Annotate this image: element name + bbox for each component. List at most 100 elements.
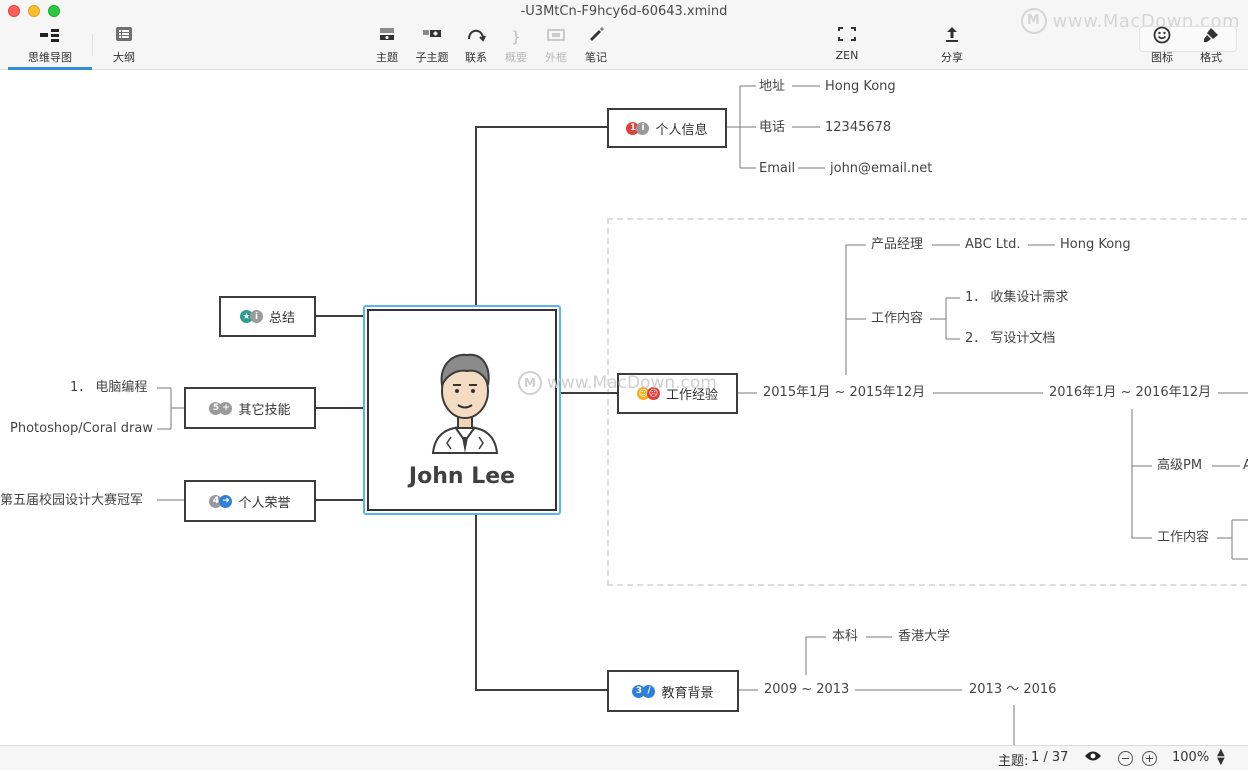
insert-topic-label: 主题	[376, 51, 398, 64]
work-company-1[interactable]: ABC Ltd.	[965, 237, 1021, 252]
summary-brace-icon: }	[511, 28, 521, 46]
topic-summary[interactable]: ★ i 总结	[219, 296, 316, 337]
close-window-button[interactable]	[8, 5, 20, 17]
tab-mindmap-label: 思维导图	[28, 51, 72, 64]
topic-work-experience[interactable]: ☺ ☹ 工作经验	[617, 373, 738, 414]
work-duty-1[interactable]: 1． 收集设计需求	[965, 290, 1069, 305]
address-key[interactable]: 地址	[759, 79, 786, 94]
central-topic-name: John Lee	[408, 464, 516, 489]
priority-marker-icon: 1 i	[626, 121, 650, 135]
work-duties-1[interactable]: 工作内容	[871, 311, 924, 326]
smiley-icon	[1134, 26, 1190, 48]
boundary-frame[interactable]	[607, 218, 1248, 586]
work-period-1[interactable]: 2015年1月 ~ 2015年12月	[763, 385, 926, 400]
insert-subtopic-label: 子主题	[415, 51, 449, 64]
topic-personal-info[interactable]: 1 i 个人信息	[607, 108, 727, 148]
insert-subtopic-button[interactable]: 子主题	[404, 26, 460, 66]
summary-marker-icon: ★ i	[239, 310, 263, 323]
icon-panel-label: 图标	[1151, 51, 1173, 64]
zoom-out-button[interactable]: −	[1118, 751, 1133, 766]
topic-personal-info-label: 个人信息	[655, 122, 708, 138]
skill-photoshop[interactable]: Photoshop/Coral draw	[10, 421, 153, 436]
priority-5-icon: 5	[209, 401, 223, 415]
connector-lines	[157, 85, 1248, 745]
macdown-logo-icon: M	[518, 371, 542, 395]
share-button[interactable]: 分享	[924, 26, 980, 66]
education-period-2[interactable]: 2013 ～ 2016	[969, 682, 1057, 697]
status-bar: 主题: 1 / 37 − + 100% ▲▼	[0, 745, 1248, 770]
topic-education[interactable]: 3 / 教育背景	[607, 670, 739, 712]
subtopic-icon	[404, 26, 460, 48]
zoom-stepper-icon[interactable]: ▲▼	[1217, 747, 1225, 767]
email-value[interactable]: john@email.net	[830, 161, 933, 176]
topic-education-label: 教育背景	[661, 685, 714, 701]
phone-value[interactable]: 12345678	[825, 120, 892, 135]
topic-count: 1 / 37	[1031, 750, 1069, 765]
insert-note-button[interactable]: 笔记	[568, 26, 624, 66]
boundary-icon	[528, 26, 584, 48]
work-city-1[interactable]: Hong Kong	[1060, 237, 1131, 252]
format-panel-button[interactable]: 格式	[1183, 26, 1239, 66]
work-period-2[interactable]: 2016年1月 ~ 2016年12月	[1049, 385, 1212, 400]
zen-mode-button[interactable]: ZEN	[819, 26, 875, 66]
education-marker-icon: 3 /	[632, 684, 656, 698]
topic-skills[interactable]: 5 + 其它技能	[184, 387, 316, 429]
macdown-logo-icon: M	[1020, 8, 1047, 34]
work-role-1[interactable]: 产品经理	[871, 237, 924, 252]
work-duties-2[interactable]: 工作内容	[1157, 530, 1210, 545]
insert-topic-button[interactable]: 主题	[359, 26, 415, 66]
education-period-1[interactable]: 2009 ~ 2013	[764, 682, 850, 697]
skills-marker-icon: 5 +	[209, 401, 233, 415]
toolbar-divider	[92, 34, 93, 56]
mindmap-icon	[22, 26, 78, 48]
maximize-window-button[interactable]	[48, 5, 60, 17]
priority-3-icon: 3	[632, 684, 646, 698]
tab-outline[interactable]: 大纲	[96, 26, 152, 66]
info-icon: i	[636, 121, 650, 135]
topic-count-label: 主题:	[998, 754, 1029, 769]
share-upload-icon	[924, 26, 980, 48]
priority-4-icon: 4	[209, 494, 223, 508]
canvas-watermark-text: www.MacDown.com	[547, 373, 717, 393]
work-duty-2[interactable]: 2． 写设计文档	[965, 331, 1056, 346]
icon-panel-button[interactable]: 图标	[1134, 26, 1190, 66]
topic-icon	[359, 26, 415, 48]
sad-icon: ☹	[646, 387, 660, 400]
plus-icon: +	[219, 401, 233, 415]
work-role-2[interactable]: 高级PM	[1157, 458, 1203, 473]
topic-summary-label: 总结	[268, 311, 295, 326]
education-degree[interactable]: 本科	[832, 629, 859, 644]
topic-honors-label: 个人荣誉	[238, 495, 291, 511]
smile-icon: ☺	[636, 387, 650, 400]
arrow-icon: ➜	[219, 494, 233, 508]
insert-relationship-button[interactable]: 联系	[448, 26, 504, 66]
honors-marker-icon: 4 ➜	[209, 494, 233, 508]
tab-mindmap[interactable]: 思维导图	[22, 26, 78, 66]
work-role-2-next[interactable]: A	[1243, 458, 1248, 473]
info-icon: i	[249, 310, 263, 323]
insert-boundary-label: 外框	[545, 51, 567, 64]
central-topic[interactable]: John Lee	[363, 305, 561, 515]
phone-key[interactable]: 电话	[759, 120, 786, 135]
toolbar: -U3MtCn-F9hcy6d-60643.xmind M www.MacDow…	[0, 0, 1248, 70]
minimize-window-button[interactable]	[28, 5, 40, 17]
insert-boundary-button[interactable]: 外框	[528, 26, 584, 66]
insert-summary-button[interactable]: } 概要	[488, 26, 544, 66]
eye-icon[interactable]	[1084, 749, 1102, 767]
topic-skills-label: 其它技能	[238, 402, 291, 418]
email-key[interactable]: Email	[759, 161, 796, 176]
tab-outline-label: 大纲	[113, 51, 135, 64]
honor-item[interactable]: 第五届校园设计大赛冠军	[0, 493, 144, 508]
window-title: -U3MtCn-F9hcy6d-60643.xmind	[520, 4, 728, 19]
education-school[interactable]: 香港大学	[898, 629, 951, 644]
mindmap-canvas[interactable]: John Lee 1 i 个人信息 地址 Hong Kong 电话 123456…	[0, 71, 1248, 745]
note-pencil-icon	[568, 26, 624, 48]
skill-programming[interactable]: 1． 电脑编程	[70, 380, 148, 395]
zoom-level[interactable]: 100%	[1172, 750, 1210, 765]
address-value[interactable]: Hong Kong	[825, 79, 896, 94]
zoom-in-button[interactable]: +	[1142, 751, 1157, 766]
topic-honors[interactable]: 4 ➜ 个人荣誉	[184, 480, 316, 522]
format-panel-label: 格式	[1200, 51, 1222, 64]
priority-1-icon: 1	[626, 121, 640, 135]
outline-list-icon	[96, 26, 152, 48]
